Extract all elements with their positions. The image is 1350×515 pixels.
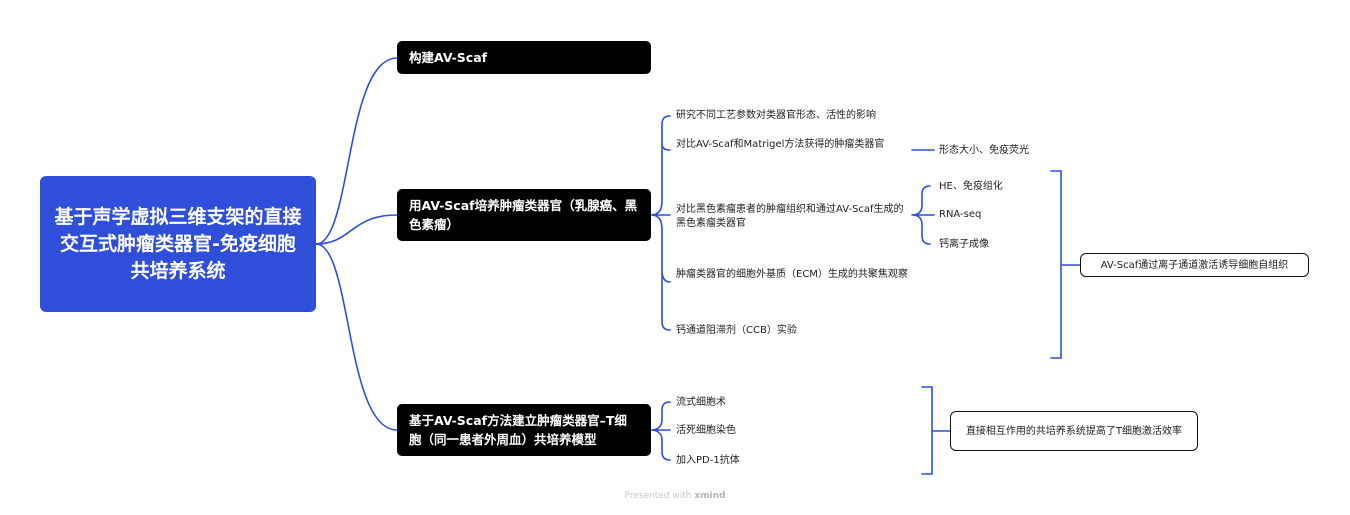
summary-text: 直接相互作用的共培养系统提高了T细胞激活效率	[965, 425, 1183, 437]
link-root-branch-2	[315, 214, 398, 245]
leaf-compare-matrigel[interactable]: 对比AV-Scaf和Matrigel方法获得的肿瘤类器官	[676, 139, 885, 150]
summary-tcell-activation[interactable]: 直接相互作用的共培养系统提高了T细胞激活效率	[950, 411, 1198, 451]
summary-text: AV-Scaf通过离子通道激活诱导细胞自组织	[1100, 259, 1289, 271]
summary-bracket-2	[921, 386, 951, 475]
subleaf-size-immunofluorescence[interactable]: 形态大小、免疫荧光	[939, 145, 1029, 156]
link-b3-leaves	[650, 401, 671, 461]
leaf-flow-cytometry[interactable]: 流式细胞术	[676, 397, 726, 408]
branch-culture-organoids[interactable]: 用AV-Scaf培养肿瘤类器官（乳腺癌、黑色素瘤）	[397, 189, 651, 241]
footer-watermark: Presented with xmind	[560, 491, 790, 501]
link-leaf3-subs	[911, 185, 935, 245]
subleaf-rna-seq[interactable]: RNA-seq	[939, 209, 982, 220]
branch-build-avscaf[interactable]: 构建AV-Scaf	[397, 41, 651, 74]
summary-ion-channel[interactable]: AV-Scaf通过离子通道激活诱导细胞自组织	[1080, 253, 1309, 277]
link-b2-leaves	[650, 115, 671, 331]
summary-bracket-1	[1050, 170, 1081, 359]
leaf-ccb-experiment[interactable]: 钙通道阻滞剂（CCB）实验	[676, 325, 797, 336]
leaf-ecm-confocal[interactable]: 肿瘤类器官的细胞外基质（ECM）生成的共聚焦观察	[676, 269, 908, 280]
leaf-process-parameters[interactable]: 研究不同工艺参数对类器官形态、活性的影响	[676, 110, 876, 121]
root-topic[interactable]: 基于声学虚拟三维支架的直接交互式肿瘤类器官-免疫细胞共培养系统	[40, 176, 316, 312]
root-topic-title: 基于声学虚拟三维支架的直接交互式肿瘤类器官-免疫细胞共培养系统	[54, 205, 302, 282]
branch-coculture-model[interactable]: 基于AV-Scaf方法建立肿瘤类器官–T细胞（同一患者外周血）共培养模型	[397, 404, 651, 456]
branch-label: 构建AV-Scaf	[409, 50, 488, 65]
branch-label: 基于AV-Scaf方法建立肿瘤类器官–T细胞（同一患者外周血）共培养模型	[409, 413, 627, 447]
leaf-compare-patient-tissue[interactable]: 对比黑色素瘤患者的肿瘤组织和通过AV-Scaf生成的黑色素瘤类器官	[676, 204, 904, 229]
leaf-live-dead-staining[interactable]: 活死细胞染色	[676, 425, 736, 436]
footer-prefix: Presented with	[624, 491, 692, 501]
xmind-logo-text: xmind	[694, 491, 726, 501]
subleaf-calcium-imaging[interactable]: 钙离子成像	[939, 239, 989, 250]
subleaf-he-ihc[interactable]: HE、免疫组化	[939, 181, 1003, 192]
leaf-pd1-antibody[interactable]: 加入PD-1抗体	[676, 455, 740, 466]
link-root-branch-1	[315, 57, 398, 245]
branch-label: 用AV-Scaf培养肿瘤类器官（乳腺癌、黑色素瘤）	[409, 198, 638, 232]
link-root-branch-3	[315, 243, 398, 431]
